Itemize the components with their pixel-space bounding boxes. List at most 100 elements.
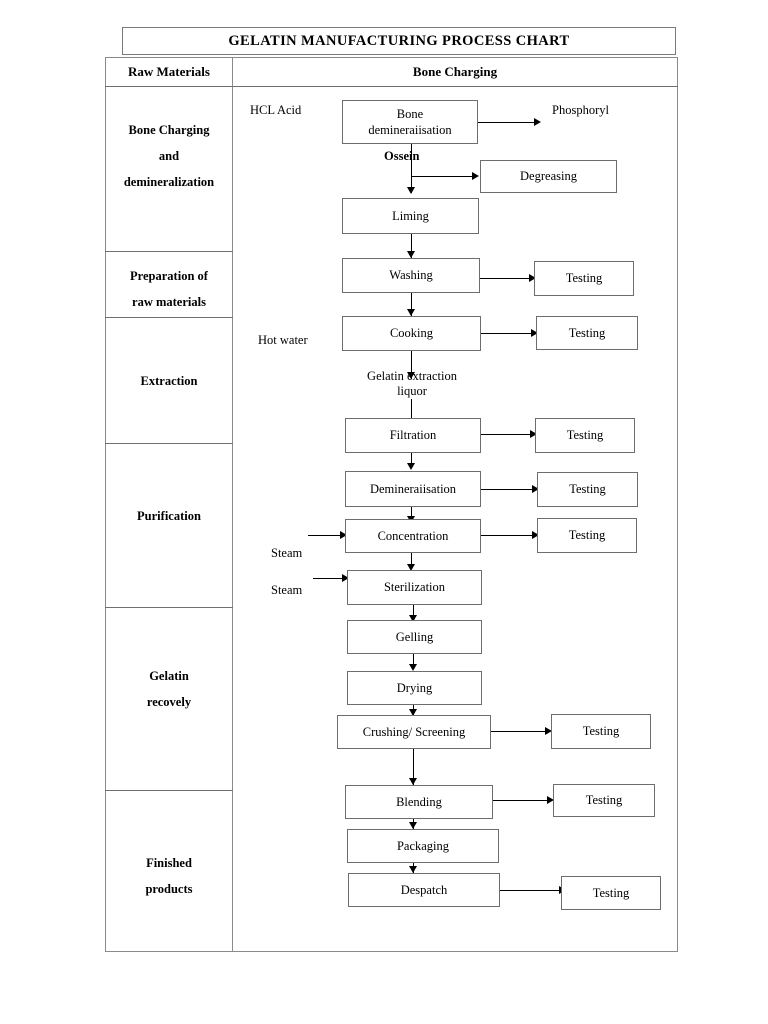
testing-box-concentration[interactable]: Testing <box>537 518 637 553</box>
connector-steam-to-sterilization <box>313 578 346 579</box>
process-box-sterilization[interactable]: Sterilization <box>347 570 482 605</box>
connector-crushing-to-blending <box>413 749 414 785</box>
arrowhead-gelling <box>409 615 417 622</box>
stage-line-1: Extraction <box>140 374 198 388</box>
arrowhead-packaging <box>409 822 417 829</box>
connector-gelling-to-drying <box>413 654 414 668</box>
annotation-steam-2: Steam <box>271 583 303 597</box>
rule-stage-4 <box>105 607 233 608</box>
annotation-steam-1: Steam <box>271 546 303 560</box>
connector-washing-to-cooking <box>411 293 412 316</box>
stage-label-extraction: Extraction <box>105 368 233 394</box>
connector-demin-to-concentration <box>411 507 412 521</box>
rule-stage-2 <box>105 317 233 318</box>
process-box-washing[interactable]: Washing <box>342 258 480 293</box>
connector-filtration-to-demin <box>411 453 412 467</box>
stage-label-bone-charging: Bone Charging and demineralization <box>105 117 233 195</box>
connector-demin-to-testing <box>481 489 535 490</box>
process-box-cooking[interactable]: Cooking <box>342 316 481 351</box>
process-box-liming[interactable]: Liming <box>342 198 479 234</box>
arrowhead-demin-testing <box>532 485 539 493</box>
connector-cooking-down <box>411 351 412 379</box>
process-box-blending[interactable]: Blending <box>345 785 493 819</box>
testing-box-crushing[interactable]: Testing <box>551 714 651 749</box>
connector-liming-to-washing <box>411 234 412 258</box>
stage-label-gelatin-recovery: Gelatin recovely <box>105 663 233 715</box>
connector-liquor-to-filtration <box>411 399 412 418</box>
flow-section-header: Bone Charging <box>412 64 498 79</box>
annotation-line-2: liquor <box>397 384 427 398</box>
box-line-2: demineraiisation <box>368 123 452 137</box>
connector-despatch-to-testing <box>500 890 562 891</box>
left-column-header: Raw Materials <box>128 64 210 79</box>
testing-box-despatch[interactable]: Testing <box>561 876 661 910</box>
arrowhead-extraction-liquor <box>407 372 415 379</box>
process-box-demineraiisation[interactable]: Demineraiisation <box>345 471 481 507</box>
process-box-gelling[interactable]: Gelling <box>347 620 482 654</box>
stage-line-1: Gelatin <box>149 669 189 683</box>
chart-title-box: GELATIN MANUFACTURING PROCESS CHART <box>122 27 676 55</box>
connector-concentration-to-sterilization <box>411 553 412 568</box>
annotation-hcl-acid: HCL Acid <box>250 103 302 117</box>
box-line-1: Bone <box>396 107 424 121</box>
connector-demin-down <box>411 144 412 193</box>
arrowhead-liming <box>407 187 415 194</box>
connector-sterilization-to-gelling <box>413 605 414 619</box>
testing-box-washing[interactable]: Testing <box>534 261 634 296</box>
process-box-crushing-screening[interactable]: Crushing/ Screening <box>337 715 491 749</box>
stage-label-purification: Purification <box>105 503 233 529</box>
testing-box-filtration[interactable]: Testing <box>535 418 635 453</box>
arrowhead-cooking <box>407 309 415 316</box>
arrowhead-blending-testing <box>547 796 554 804</box>
annotation-phosphoryl: Phosphoryl <box>552 103 609 117</box>
connector-demin-to-phosphoryl <box>478 122 536 123</box>
arrowhead-filtration-testing <box>530 430 537 438</box>
stage-line-1: Finished <box>146 856 192 870</box>
process-box-despatch[interactable]: Despatch <box>348 873 500 907</box>
arrowhead-drying <box>409 664 417 671</box>
arrowhead-degreasing <box>472 172 479 180</box>
connector-concentration-to-testing <box>481 535 535 536</box>
testing-box-blending[interactable]: Testing <box>553 784 655 817</box>
process-box-concentration[interactable]: Concentration <box>345 519 481 553</box>
arrowhead-concentration-testing <box>532 531 539 539</box>
arrowhead-sterilization <box>407 564 415 571</box>
arrowhead-cooking-testing <box>531 329 538 337</box>
column-divider <box>232 57 233 952</box>
stage-line-1: Purification <box>137 509 201 523</box>
testing-box-cooking[interactable]: Testing <box>536 316 638 350</box>
arrowhead-blending <box>409 778 417 785</box>
process-box-drying[interactable]: Drying <box>347 671 482 705</box>
process-box-degreasing[interactable]: Degreasing <box>480 160 617 193</box>
testing-box-demineraiisation[interactable]: Testing <box>537 472 638 507</box>
rule-stage-1 <box>105 251 233 252</box>
stage-line-2: and <box>158 149 180 163</box>
stage-line-1: Bone Charging <box>128 123 210 137</box>
stage-line-2: raw materials <box>132 295 206 309</box>
rule-stage-3 <box>105 443 233 444</box>
connector-cooking-to-testing <box>481 333 533 334</box>
connector-ossein-to-degreasing <box>411 176 475 177</box>
rule-header <box>105 86 678 87</box>
process-box-packaging[interactable]: Packaging <box>347 829 499 863</box>
connector-blending-to-testing <box>493 800 550 801</box>
stage-label-finished-products: Finished products <box>105 850 233 902</box>
stage-line-2: recovely <box>146 695 192 709</box>
rule-stage-5 <box>105 790 233 791</box>
arrowhead-despatch <box>409 866 417 873</box>
page-title: GELATIN MANUFACTURING PROCESS CHART <box>228 32 570 49</box>
process-box-filtration[interactable]: Filtration <box>345 418 481 453</box>
connector-filtration-to-testing <box>481 434 533 435</box>
connector-washing-to-testing <box>480 278 532 279</box>
stage-line-2: products <box>145 882 193 896</box>
process-box-bone-demineralisation[interactable]: Bone demineraiisation <box>342 100 478 144</box>
stage-line-3: demineralization <box>123 175 215 189</box>
stage-line-1: Preparation of <box>130 269 208 283</box>
arrowhead-washing-testing <box>529 274 536 282</box>
annotation-hot-water: Hot water <box>258 333 308 347</box>
connector-crushing-to-testing <box>491 731 547 732</box>
arrowhead-steam-concentration <box>340 531 347 539</box>
arrowhead-crushing-testing <box>545 727 552 735</box>
stage-label-preparation: Preparation of raw materials <box>105 263 233 315</box>
